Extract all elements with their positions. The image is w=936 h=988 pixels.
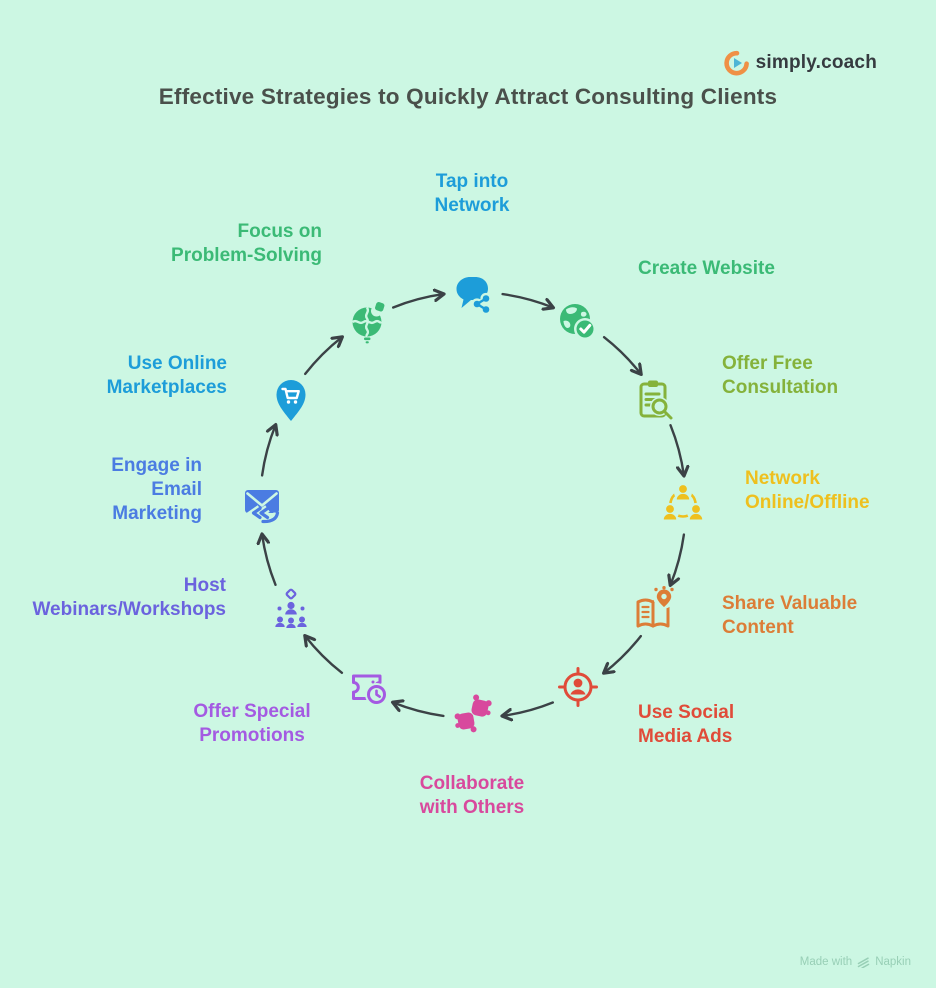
label-offer-special-promotions: Offer Special Promotions [151,700,353,748]
label-line: Online/Offline [745,492,870,513]
envelope-reply-icon [245,490,282,526]
node-host-webinars-workshops [267,586,315,634]
napkin-logo-icon [857,957,870,968]
label-network-online-offline: Network Online/Offline [745,467,935,515]
label-use-online-marketplaces: Use Online Marketplaces [27,352,227,400]
label-share-valuable-content: Share Valuable Content [722,592,932,640]
label-line: Consultation [722,377,839,398]
brand-logo: simply.coach [723,50,877,76]
label-engage-in-email-marketing: Engage in Email Marketing [22,454,202,526]
label-host-webinars-workshops: Host Webinars/Workshops [26,574,226,622]
presentation-people-icon [275,588,307,628]
label-create-website: Create Website [638,257,858,281]
footer-brand: Napkin [875,955,911,968]
label-line: Problem-Solving [171,245,322,266]
label-line: Media Ads [638,726,733,747]
node-create-website [554,299,602,347]
book-idea-icon [636,586,675,628]
label-line: Tap into [435,171,509,192]
brand-name: simply.coach [755,52,877,73]
node-offer-free-consultation [631,376,679,424]
footer-prefix: Made with [799,955,853,968]
label-line: Share Valuable [722,593,858,614]
node-network-online-offline [659,481,707,529]
label-line: Focus on [237,221,322,242]
label-line: Create Website [638,258,775,279]
label-line: with Others [419,797,525,818]
label-line: Collaborate [419,773,525,794]
pin-cart-icon [276,380,306,421]
page-title: Effective Strategies to Quickly Attract … [158,84,778,109]
node-focus-on-problem-solving [344,299,392,347]
ticket-clock-icon [352,674,388,706]
label-use-social-media-ads: Use Social Media Ads [638,701,838,749]
node-use-social-media-ads [554,663,602,711]
label-line: Promotions [199,725,305,746]
label-line: Host [183,575,226,596]
label-line: Offer Free [722,353,813,374]
made-with-napkin: Made with Napkin [800,955,911,968]
label-tap-into-network: Tap into Network [372,170,572,218]
label-line: Content [722,617,794,638]
label-focus-on-problem-solving: Focus on Problem-Solving [122,220,322,268]
puzzle-globe-icon [351,302,385,344]
node-offer-special-promotions [344,663,392,711]
label-line: Use Online [127,353,227,374]
node-engage-in-email-marketing [239,481,287,529]
label-line: Marketing [112,503,202,524]
simply-coach-logo-icon [723,50,749,76]
node-share-valuable-content [631,586,679,634]
people-network-icon [661,483,705,521]
clipboard-search-icon [639,380,673,420]
target-person-icon [558,666,598,707]
label-line: Engage in [111,455,202,476]
label-line: Webinars/Workshops [32,599,226,620]
globe-check-icon [560,304,596,341]
label-line: Email [151,479,202,500]
label-line: Use Social [638,702,735,723]
node-tap-into-network [449,271,497,319]
label-line: Offer Special [193,701,311,722]
label-line: Marketplaces [106,377,227,398]
label-line: Network [434,195,510,216]
chat-share-icon [456,277,492,316]
label-offer-free-consultation: Offer Free Consultation [722,352,922,400]
puzzle-pieces-icon [454,694,492,733]
label-collaborate-with-others: Collaborate with Others [372,772,572,820]
label-line: Network [745,468,820,489]
node-use-online-marketplaces [267,376,315,424]
node-collaborate-with-others [449,691,497,739]
